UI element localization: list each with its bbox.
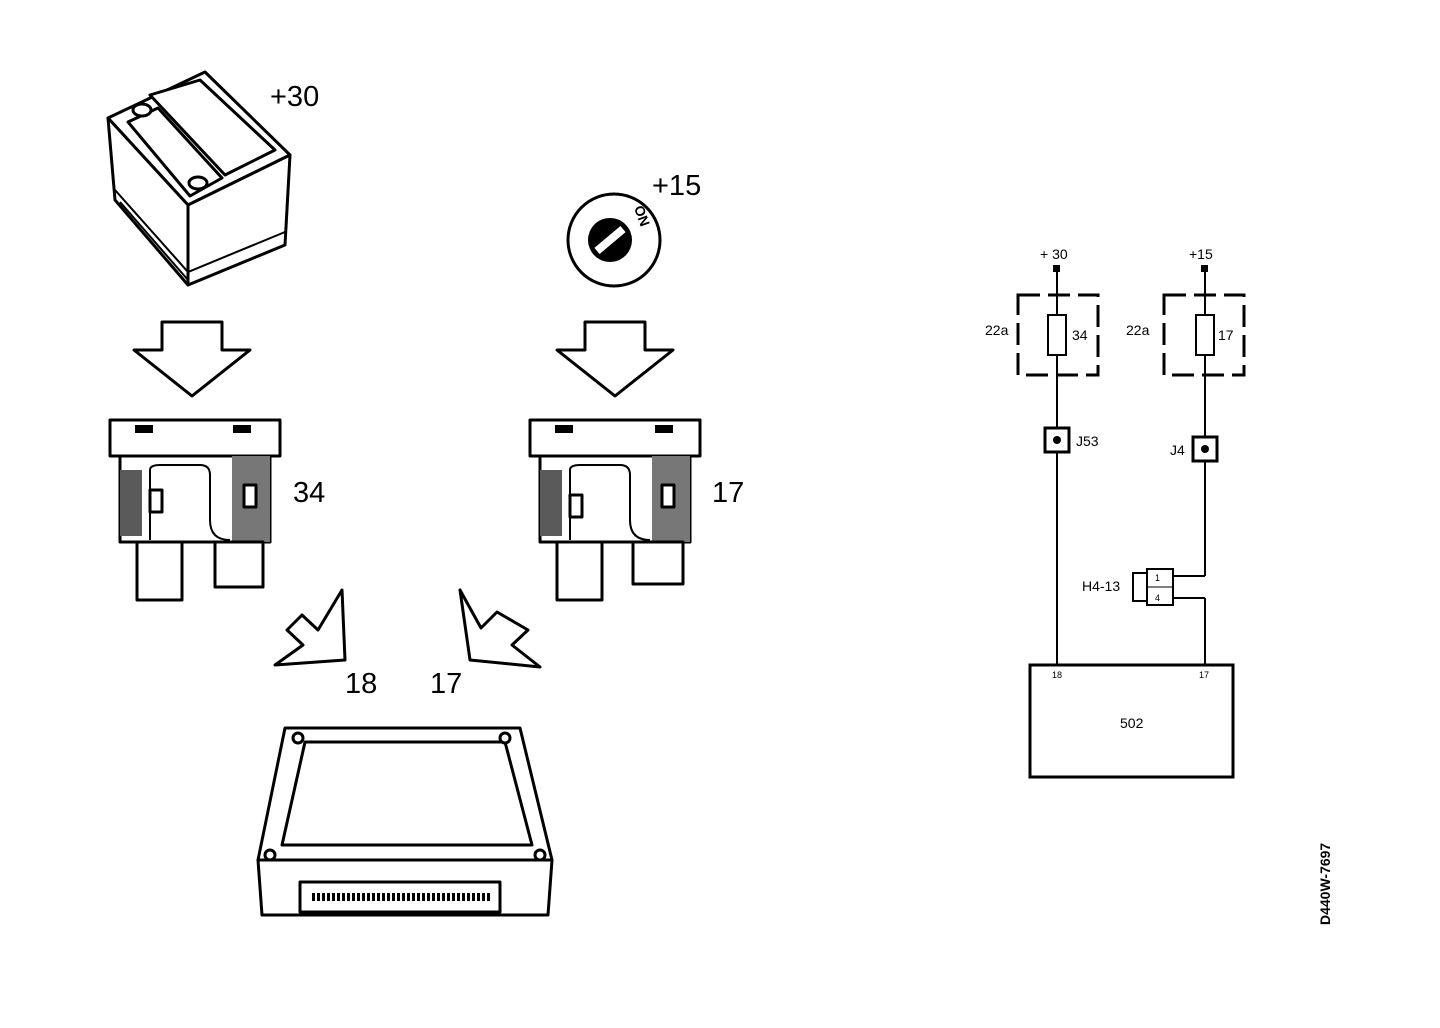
connector-j4-label: J4 — [1170, 442, 1185, 458]
module-pin-17: 17 — [1199, 670, 1209, 680]
fuse-34-symbol — [1047, 314, 1067, 356]
fuse-34-number: 34 — [1072, 327, 1088, 343]
document-id: D440W-7697 — [1317, 843, 1333, 925]
arrow-diag-left — [273, 588, 347, 667]
fusebox-right-label: 22a — [1126, 322, 1150, 338]
plug-h4-13 — [1132, 572, 1148, 602]
plug-pin-1: 1 — [1155, 573, 1160, 583]
ignition-on-text: ON — [631, 203, 653, 228]
battery-label: +30 — [270, 81, 319, 113]
supply-15-label: +15 — [1189, 246, 1213, 262]
ecu-illustration — [256, 726, 554, 917]
fuse-34-label: 34 — [293, 477, 325, 509]
connector-j53-label: J53 — [1076, 433, 1099, 449]
battery-illustration — [106, 70, 292, 287]
arrow-down-right — [555, 320, 675, 398]
ecu-pin-18-label: 18 — [345, 668, 377, 700]
fuse-17-illustration — [528, 418, 702, 602]
arrow-down-left — [132, 320, 252, 398]
fuse-17-number: 17 — [1218, 327, 1234, 343]
supply-30-terminal — [1053, 265, 1060, 272]
fuse-17-symbol — [1195, 314, 1215, 356]
fuse-17-label: 17 — [712, 477, 744, 509]
supply-30-label: + 30 — [1040, 246, 1068, 262]
plug-pin-4: 4 — [1155, 593, 1160, 603]
ignition-switch-illustration: ON — [566, 192, 662, 288]
ecu-pin-17-label: 17 — [430, 668, 462, 700]
module-502 — [1028, 663, 1235, 779]
plug-label: H4-13 — [1082, 578, 1120, 594]
fusebox-left — [1016, 293, 1100, 377]
supply-15-terminal — [1201, 265, 1208, 272]
module-label: 502 — [1120, 715, 1144, 731]
fusebox-left-label: 22a — [985, 322, 1009, 338]
schematic: + 30 +15 22a 22a 34 17 J53 J4 1 4 H4-13 … — [985, 246, 1246, 779]
ignition-label: +15 — [652, 170, 701, 202]
fuse-34-illustration — [108, 418, 282, 602]
module-pin-18: 18 — [1052, 670, 1062, 680]
arrow-diag-right — [458, 588, 542, 669]
fusebox-right — [1162, 293, 1246, 377]
